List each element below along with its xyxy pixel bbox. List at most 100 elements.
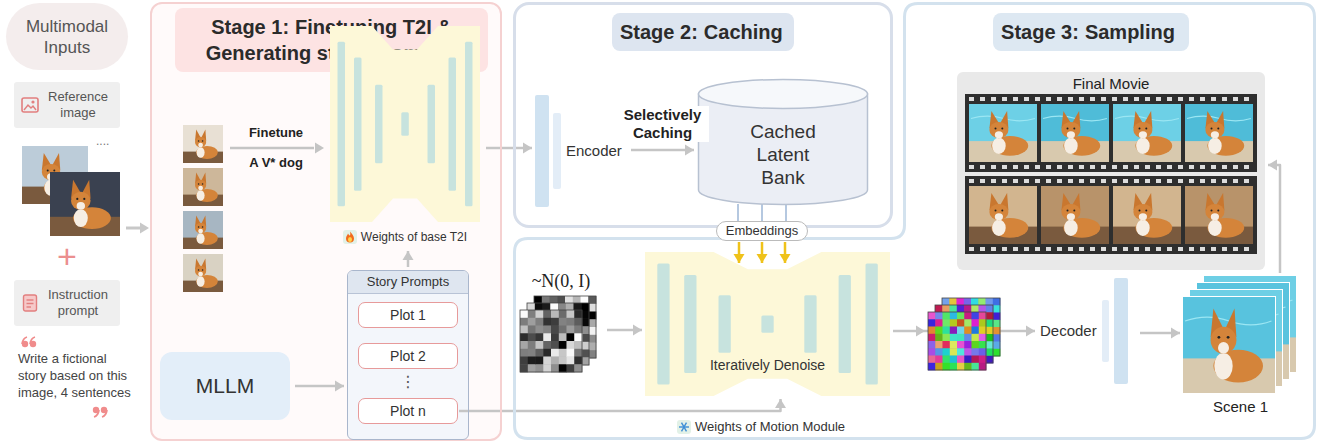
noise-cell: [566, 350, 574, 358]
noise-cell: [520, 318, 528, 326]
noise-cell: [543, 311, 551, 319]
noise-cell: [943, 334, 951, 342]
noise-cell: [964, 327, 972, 335]
sprocket-hole: [1090, 247, 1095, 251]
encoder-layer: [553, 113, 561, 189]
connector-line: [785, 204, 787, 221]
dog-eye: [1211, 209, 1213, 211]
input-arrow-line: [126, 227, 140, 230]
noise-cell: [949, 342, 957, 350]
embedding-pill: Embeddings: [716, 221, 808, 241]
noise-cell: [581, 326, 589, 334]
quote-tail: [102, 410, 107, 417]
noise-cell: [566, 319, 574, 327]
sprocket-hole: [1112, 165, 1117, 169]
noise-cell: [949, 320, 957, 328]
sprocket-hole: [1211, 97, 1216, 101]
noise-cell: [950, 327, 958, 335]
photo-ground: [1041, 104, 1109, 162]
sprocket-hole: [1189, 247, 1194, 251]
noise-cell: [986, 349, 994, 357]
arrow-head: [734, 254, 745, 263]
noise-cell: [574, 319, 582, 327]
noise-cell: [551, 310, 559, 318]
corgi-photo: [1185, 186, 1253, 244]
decoder-layer: [1114, 278, 1128, 384]
sprocket-hole: [1200, 165, 1205, 169]
sprocket-hole: [1211, 247, 1216, 251]
noise-frame: [527, 303, 589, 365]
sprocket-hole: [1167, 179, 1172, 183]
noise-cell: [971, 320, 979, 328]
sprocket-hole: [1178, 179, 1183, 183]
sprocket-hole: [1178, 165, 1183, 169]
noise-cell: [993, 305, 1001, 313]
connector-line: [459, 399, 781, 411]
quote-mark: [93, 407, 107, 417]
noise-cell: [949, 349, 957, 357]
noise-cell: [543, 310, 551, 318]
noise-cell: [986, 349, 994, 357]
weights-label: Weights of Motion Module: [695, 419, 845, 435]
sprocket-hole: [969, 97, 974, 101]
corgi-photo: [969, 186, 1037, 244]
noise-cell: [950, 312, 958, 320]
sprocket-hole: [1222, 247, 1227, 251]
noise-cell: [972, 363, 980, 371]
noise-cell: [567, 318, 575, 326]
dog-chest: [1064, 220, 1078, 236]
noise-cell: [543, 318, 551, 326]
icon-line: [27, 303, 34, 304]
sprocket-hole: [1145, 165, 1150, 169]
sprocket-hole: [1057, 165, 1062, 169]
sprocket-hole: [991, 165, 996, 169]
noise-cell: [935, 356, 943, 364]
dog-body: [1063, 136, 1100, 156]
dog-body: [196, 232, 218, 245]
sprocket-hole: [1046, 97, 1051, 101]
noise-cell: [993, 342, 1001, 350]
unet-layer: [657, 264, 669, 385]
noise-cell: [943, 319, 951, 327]
arrow-head: [757, 254, 768, 263]
noise-cell: [971, 342, 979, 350]
sprocket-hole: [1134, 97, 1139, 101]
noise-cell: [979, 363, 987, 371]
noise-cell: [957, 356, 965, 364]
node-text: Stage 3:: [1001, 21, 1079, 43]
frame-ground: [935, 305, 993, 363]
quote-tail: [30, 337, 35, 344]
noise-cell: [588, 343, 596, 351]
noise-cell: [972, 319, 980, 327]
sprocket-hole: [1101, 165, 1106, 169]
dog-eye: [83, 198, 85, 200]
unet-layer: [866, 264, 878, 385]
noise-cell: [550, 326, 558, 334]
sprocket-hole: [1112, 247, 1117, 251]
frame-border: [534, 296, 596, 358]
plot-box: Plot 2: [358, 343, 458, 369]
noise-cell: [928, 312, 936, 320]
noise-cell: [964, 312, 972, 320]
noise-cell: [950, 312, 958, 320]
noise-cell: [971, 349, 979, 357]
noise-cell: [964, 320, 972, 328]
document-icon: [22, 294, 38, 312]
noise-cell: [935, 348, 943, 356]
dog-chest: [197, 276, 205, 287]
noise-cell: [928, 341, 936, 349]
unet-layer: [401, 112, 409, 136]
sprocket-hole: [991, 247, 996, 251]
noise-cell: [986, 334, 994, 342]
noise-cell: [957, 341, 965, 349]
plot-box: Plot n: [358, 398, 458, 424]
dog-eye: [995, 209, 997, 211]
noise-cell: [551, 364, 559, 372]
sprocket-hole: [1068, 97, 1073, 101]
dog-eye: [198, 269, 200, 271]
dog-muzzle: [198, 229, 203, 234]
noise-cell: [964, 313, 972, 321]
connector-line: [631, 149, 694, 152]
noise-cell: [536, 357, 544, 365]
frame-edge: [1183, 296, 1276, 394]
